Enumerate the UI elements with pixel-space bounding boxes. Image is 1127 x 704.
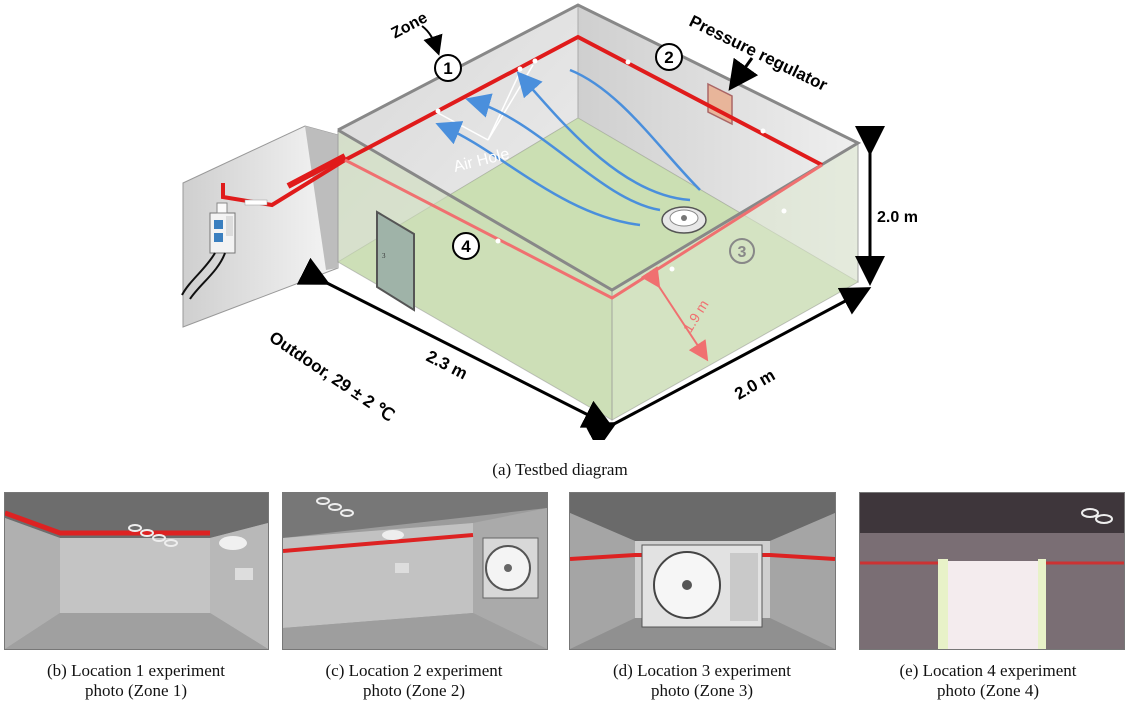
outdoor-label: Outdoor, 29 ± 2 ℃ xyxy=(266,328,398,426)
red-pipe-upper xyxy=(221,34,823,208)
photo-zone-4 xyxy=(859,492,1125,650)
fan-unit xyxy=(661,206,707,234)
air-holes xyxy=(435,58,787,272)
caption-d-line1: (d) Location 3 experiment xyxy=(613,661,791,680)
caption-e-line2: photo (Zone 4) xyxy=(937,681,1039,700)
length-dimension-arrow xyxy=(296,257,614,428)
testbed-diagram: 3 1 xyxy=(181,3,918,440)
caption-c: (c) Location 2 experiment photo (Zone 2) xyxy=(278,661,550,701)
caption-d-line2: photo (Zone 3) xyxy=(651,681,753,700)
photo-zone-3 xyxy=(569,492,836,650)
caption-c-line1: (c) Location 2 experiment xyxy=(325,661,503,680)
zone-marker-2: 2 xyxy=(655,43,683,71)
photo-zone-2 xyxy=(282,492,548,650)
controller xyxy=(181,199,268,300)
caption-b-line1: (b) Location 1 experiment xyxy=(47,661,225,680)
width-label: 2.0 m xyxy=(731,365,778,403)
zone-marker-2-number: 2 xyxy=(664,48,673,67)
caption-e-line1: (e) Location 4 experiment xyxy=(899,661,1077,680)
airflow-curves xyxy=(435,68,701,227)
caption-b: (b) Location 1 experiment photo (Zone 1) xyxy=(0,661,272,701)
zone-marker-4: 4 xyxy=(452,232,480,260)
red-pipe-stub xyxy=(286,153,347,189)
width-dimension-arrow xyxy=(583,287,872,440)
zone-marker-3-number: 3 xyxy=(738,244,747,261)
zone-marker-1-number: 1 xyxy=(443,59,452,78)
zone-label: Zone xyxy=(389,9,431,42)
zone-arrow xyxy=(421,25,443,56)
zone-marker-1: 1 xyxy=(434,54,462,82)
zone-marker-4-number: 4 xyxy=(461,237,471,256)
caption-e: (e) Location 4 experiment photo (Zone 4) xyxy=(852,661,1124,701)
caption-b-line2: photo (Zone 1) xyxy=(85,681,187,700)
photo-zone-1 xyxy=(4,492,269,650)
door-number: 3 xyxy=(382,252,386,260)
zone-marker-3: 3 xyxy=(729,238,755,264)
pressure-regulator-arrow xyxy=(728,57,759,91)
caption-c-line2: photo (Zone 2) xyxy=(363,681,465,700)
height-label: 2.0 m xyxy=(877,209,918,226)
caption-a: (a) Testbed diagram xyxy=(492,460,628,479)
caption-d: (d) Location 3 experiment photo (Zone 3) xyxy=(566,661,838,701)
